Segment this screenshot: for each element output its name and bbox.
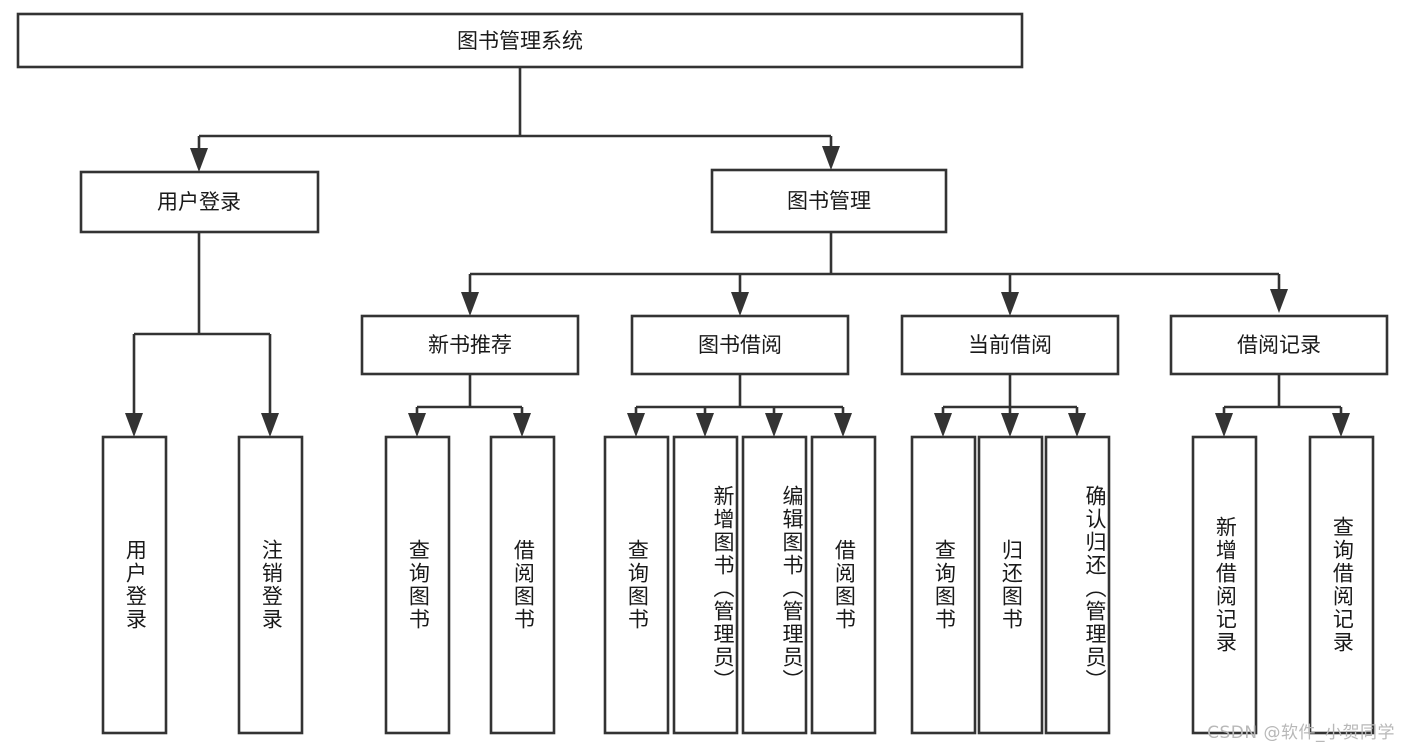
leaf-box-add-record bbox=[1191, 435, 1258, 735]
node-root-label: 图书管理系统 bbox=[457, 29, 583, 53]
node-book-borrow-label: 图书借阅 bbox=[698, 333, 782, 357]
node-new-book-recommend[interactable]: 新书推荐 bbox=[360, 314, 580, 376]
node-borrow-record-label: 借阅记录 bbox=[1237, 333, 1321, 357]
node-borrow-record[interactable]: 借阅记录 bbox=[1169, 314, 1389, 376]
connector-borrowrecord-to-leaves bbox=[1215, 374, 1350, 437]
node-root[interactable]: 图书管理系统 bbox=[16, 12, 1024, 69]
leaf-box-confirm-return bbox=[1044, 435, 1111, 735]
connector-bookmanage-to-level3 bbox=[461, 232, 1288, 316]
leaf-box-edit-book bbox=[741, 435, 808, 735]
node-book-borrow[interactable]: 图书借阅 bbox=[630, 314, 850, 376]
connector-root-to-level2 bbox=[190, 67, 840, 172]
node-book-manage[interactable]: 图书管理 bbox=[710, 168, 948, 234]
csdn-watermark: CSDN @软件_小贺同学 bbox=[1207, 723, 1395, 743]
node-book-manage-label: 图书管理 bbox=[787, 189, 871, 213]
leaf-box-query-record bbox=[1308, 435, 1375, 735]
leaf-box-return-book bbox=[977, 435, 1044, 735]
leaf-box-user-logout bbox=[237, 435, 304, 735]
leaf-box-query-book-2 bbox=[603, 435, 670, 735]
leaf-box-add-book bbox=[672, 435, 739, 735]
node-current-borrow-label: 当前借阅 bbox=[968, 333, 1052, 357]
leaf-boxes bbox=[101, 435, 1375, 735]
connector-newbook-to-leaves bbox=[408, 374, 531, 437]
node-current-borrow[interactable]: 当前借阅 bbox=[900, 314, 1120, 376]
node-new-book-recommend-label: 新书推荐 bbox=[428, 333, 512, 357]
leaf-box-query-book-3 bbox=[910, 435, 977, 735]
leaf-box-query-book-1 bbox=[384, 435, 451, 735]
connector-userlogin-to-leaves bbox=[125, 232, 279, 437]
leaf-box-user-login bbox=[101, 435, 168, 735]
connector-currentborrow-to-leaves bbox=[934, 374, 1086, 437]
leaf-box-borrow-book-1 bbox=[489, 435, 556, 735]
node-user-login[interactable]: 用户登录 bbox=[79, 170, 320, 234]
connector-bookborrow-to-leaves bbox=[627, 374, 852, 437]
node-user-login-label: 用户登录 bbox=[157, 190, 241, 214]
leaf-box-borrow-book-2 bbox=[810, 435, 877, 735]
